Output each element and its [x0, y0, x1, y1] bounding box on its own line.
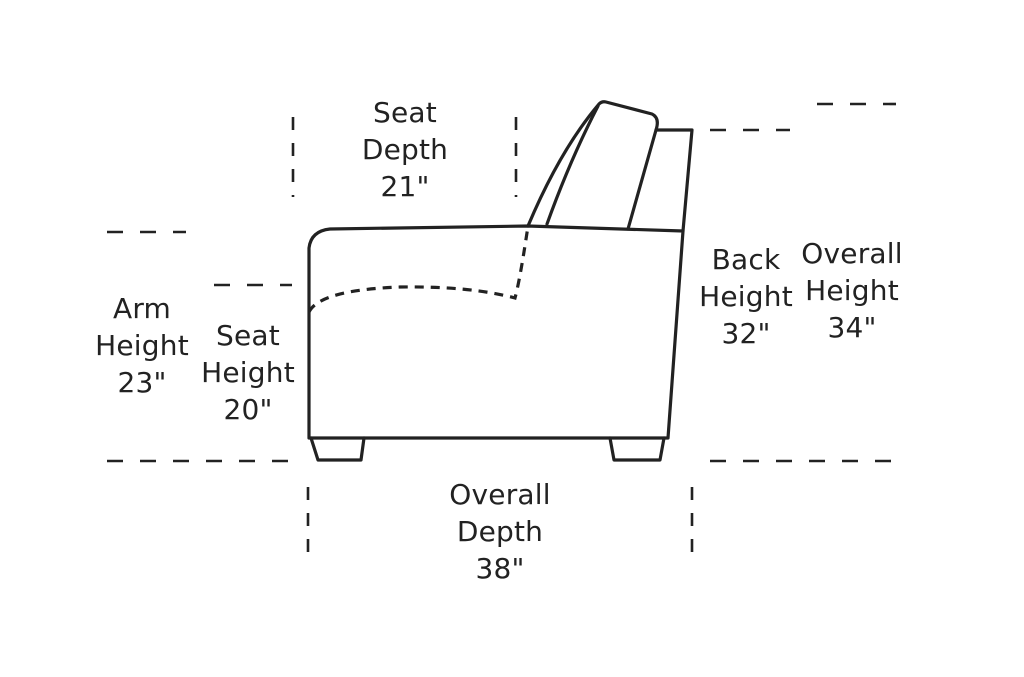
overall-depth-label: Overall Depth 38" — [441, 476, 559, 587]
seat-depth-label-line2: Depth — [361, 133, 449, 166]
seat-depth-label-line1: Seat — [373, 96, 437, 129]
seat-depth-label: Seat Depth 21" — [352, 94, 458, 205]
sofa-seat-cushion-hidden-line — [307, 225, 530, 313]
sofa-arm-and-body — [307, 224, 685, 440]
sofa-side-view — [307, 100, 694, 462]
arm-height-label-line1: Arm — [112, 292, 172, 325]
dimension-guides — [107, 102, 896, 565]
arm-height-label-line2: Height — [95, 329, 189, 362]
arm-height-label: Arm Height 23" — [86, 290, 198, 401]
back-height-label-line1: Back — [711, 243, 781, 276]
sofa-back-frame — [654, 128, 694, 233]
seat-height-value: 20" — [223, 393, 273, 426]
sofa-back-cushion-inner-edge — [545, 104, 600, 226]
overall-depth-label-line2: Depth — [456, 515, 544, 548]
sofa-back-leg — [608, 436, 666, 462]
seat-depth-value: 21" — [380, 170, 430, 203]
seat-height-label-line2: Height — [201, 356, 295, 389]
overall-height-label-line1: Overall — [801, 237, 903, 270]
overall-depth-value: 38" — [475, 552, 525, 585]
arm-height-value: 23" — [117, 366, 167, 399]
seat-height-label-line1: Seat — [216, 319, 280, 352]
back-height-label-line2: Height — [699, 280, 793, 313]
overall-depth-label-line1: Overall — [449, 478, 551, 511]
overall-height-label-line2: Height — [805, 274, 899, 307]
back-height-label: Back Height 32" — [690, 241, 802, 352]
sofa-back-cushion — [526, 100, 659, 231]
seat-height-label: Seat Height 20" — [192, 317, 304, 428]
back-height-value: 32" — [721, 317, 771, 350]
overall-height-label: Overall Height 34" — [794, 235, 910, 346]
sofa-front-leg — [309, 436, 366, 462]
overall-height-value: 34" — [827, 311, 877, 344]
